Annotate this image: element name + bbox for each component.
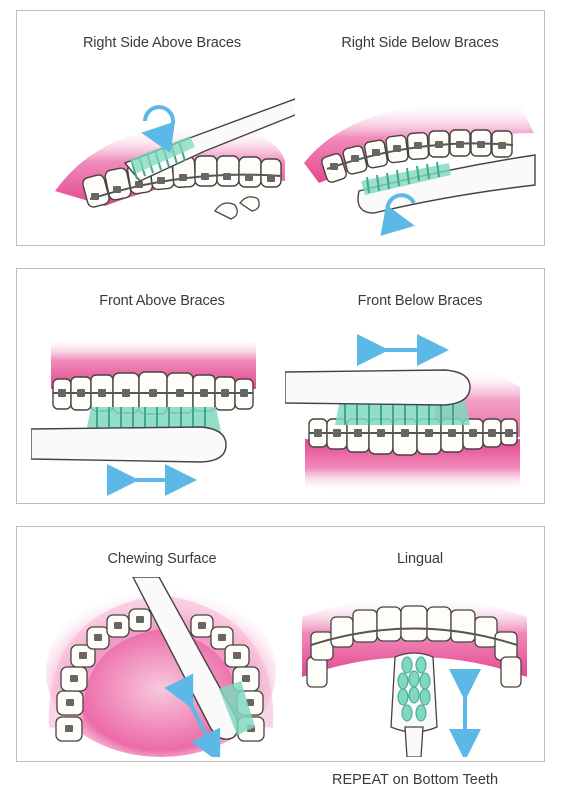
caption-chewing-surface: Chewing Surface [37, 551, 287, 567]
caption-right-side-above-braces: Right Side Above Braces [37, 35, 287, 51]
illustration-chewing-surface [41, 577, 281, 757]
caption-front-above-braces: Front Above Braces [37, 293, 287, 309]
panel-chewing-lingual: Chewing Surface Lingual [16, 526, 545, 762]
illustration-lingual [297, 577, 532, 757]
illustration-front-above-braces [31, 327, 276, 497]
footer-note: REPEAT on Bottom Teeth [300, 772, 530, 788]
panel-front: Front Above Braces Front Below Braces [16, 268, 545, 504]
panel-right-side: Right Side Above Braces Right Side Below… [16, 10, 545, 246]
illustration-right-side-below-braces [299, 73, 539, 243]
illustration-right-side-above-braces [45, 81, 295, 231]
illustration-front-below-braces [285, 327, 535, 497]
caption-front-below-braces: Front Below Braces [295, 293, 545, 309]
caption-lingual: Lingual [295, 551, 545, 567]
caption-right-side-below-braces: Right Side Below Braces [295, 35, 545, 51]
